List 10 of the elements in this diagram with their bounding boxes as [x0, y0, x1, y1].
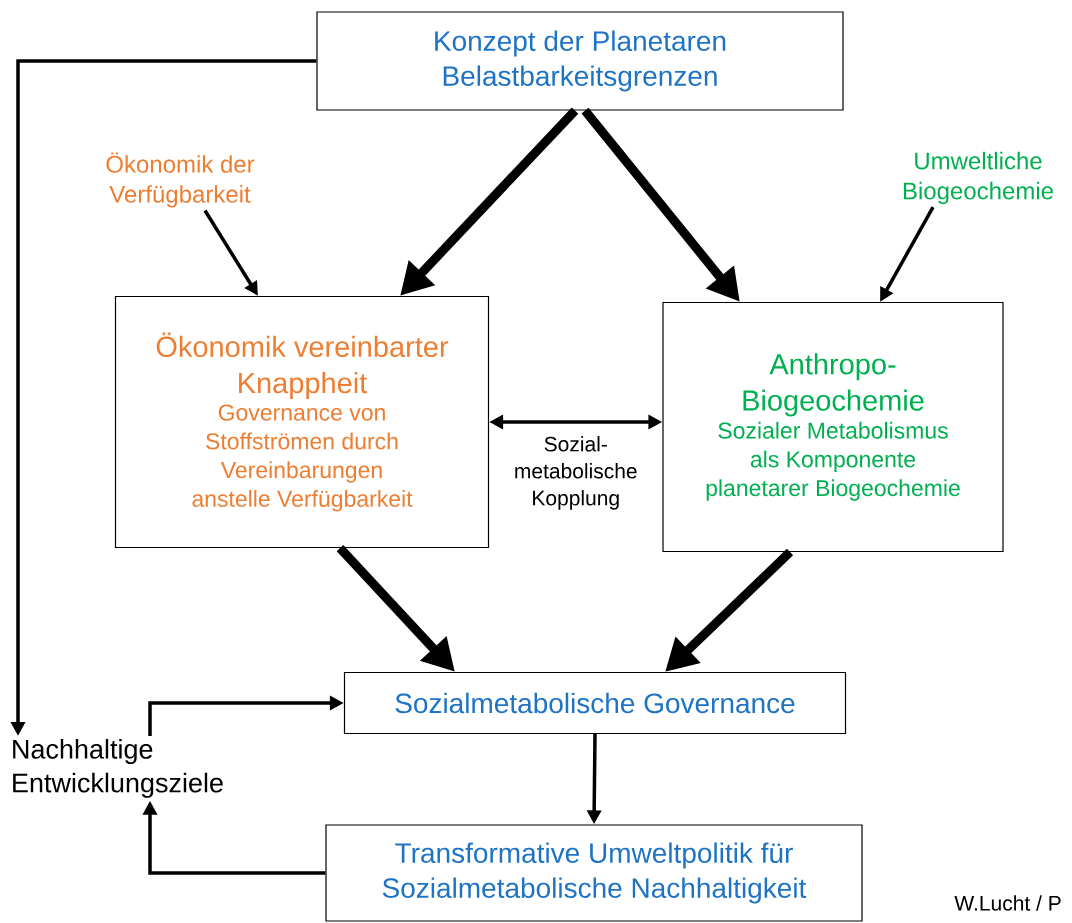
- credit-text: W.Lucht / P: [954, 895, 1061, 911]
- concept-box: Sozialmetabolische Governance: [343, 671, 847, 735]
- concept-box: Konzept der Planetaren Belastbarkeitsgrenzen: [316, 11, 844, 111]
- concept-box: Ökonomik vereinbarter Knappheit Governance von Stoffströmen durch Vereinbarungen anstelle Verfügbarkeit: [114, 295, 490, 549]
- concept-box: Anthropo- Biogeochemie Sozialer Metabolismus als Komponente planetarer Biogeochemie: [662, 301, 1004, 553]
- edge-label: Sozial- metabolische Kopplung: [499, 434, 653, 511]
- text-label: Ökonomik der Verfügbarkeit: [106, 152, 255, 208]
- text-label: Nachhaltige Entwicklungsziele: [13, 738, 223, 798]
- concept-box: Transformative Umweltpolitik für Sozialmetabolische Nachhaltigkeit: [325, 824, 863, 922]
- text-label: Umweltliche Biogeochemie: [903, 151, 1053, 205]
